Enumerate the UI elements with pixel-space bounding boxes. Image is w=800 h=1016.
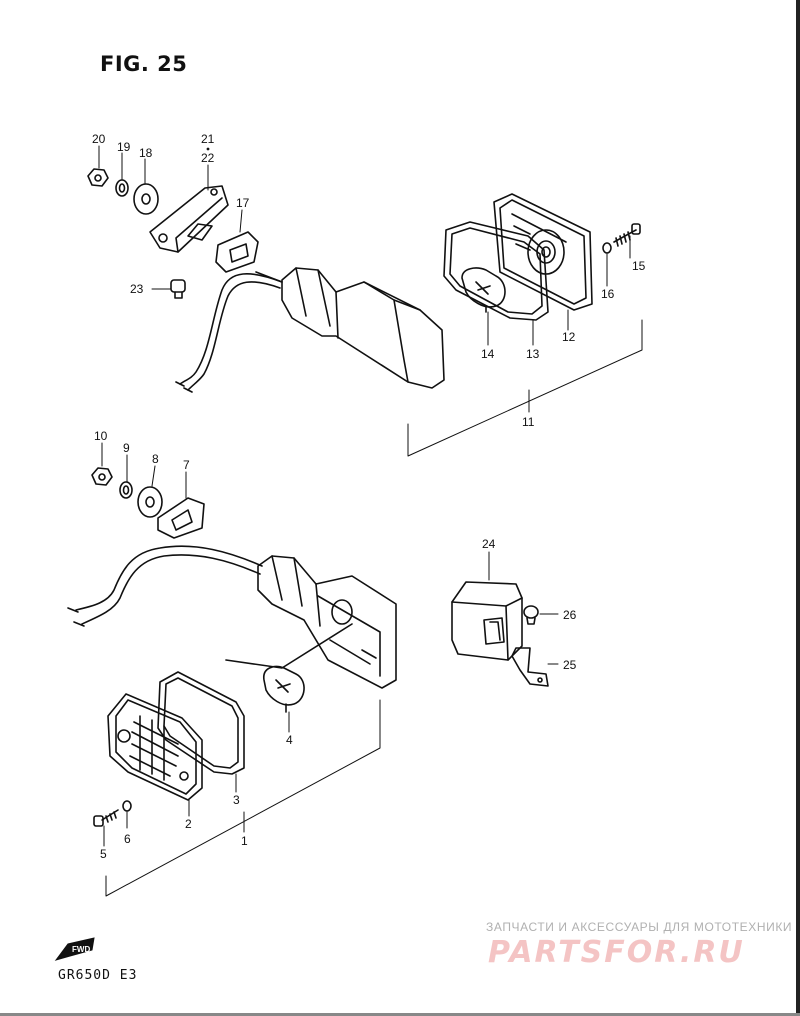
part-number-5: 5: [100, 847, 107, 861]
relay-24-part: [451, 581, 523, 661]
part-number-7: 7: [183, 458, 190, 472]
screw-23-part: [170, 279, 186, 299]
bulb-4-part: [225, 623, 353, 713]
screw-15-part: [613, 223, 641, 247]
nut-10-part: [91, 467, 113, 486]
part-number-2: 2: [185, 817, 192, 831]
wiring-harness-lower: [67, 545, 263, 627]
part-number-20: 20: [92, 132, 106, 146]
part-number-17: 17: [236, 196, 250, 210]
part-number-6: 6: [124, 832, 131, 846]
screw-26-part: [523, 605, 539, 625]
part-number-22: 22: [201, 151, 215, 165]
part-number-15: 15: [632, 259, 646, 273]
part-number-labels: 20 19 18 21 22 17 23 14 13 12 16 15 11 1…: [92, 132, 646, 861]
part-number-12: 12: [562, 330, 576, 344]
part-number-21: 21: [201, 132, 215, 146]
part-number-14: 14: [481, 347, 495, 361]
leader-lines-upper: [98, 145, 643, 457]
scan-edge-right: [796, 0, 800, 1016]
lens-12-part: [493, 193, 593, 311]
part-number-25: 25: [563, 658, 577, 672]
turn-signal-housing-lower: [257, 555, 397, 689]
watermark-brand: PARTSFOR.RU: [488, 935, 745, 970]
washer-6-part: [122, 800, 132, 812]
washer-16-part: [602, 242, 612, 254]
part-number-9: 9: [123, 441, 130, 455]
part-number-23: 23: [130, 282, 144, 296]
washer-8-part: [137, 486, 163, 518]
lock-washer-9-part: [119, 481, 133, 499]
part-number-3: 3: [233, 793, 240, 807]
gasket-3-part: [157, 671, 245, 775]
part-number-1: 1: [241, 834, 248, 848]
model-code: GR650D E3: [58, 968, 138, 983]
fwd-arrow-icon: FWD: [54, 937, 95, 961]
figure-title: FIG. 25: [100, 52, 188, 76]
part-number-10: 10: [94, 429, 108, 443]
part-number-separator-dot: [206, 147, 210, 151]
leader-lines-lower: [101, 442, 559, 897]
grommet-17-part: [215, 231, 259, 273]
part-number-8: 8: [152, 452, 159, 466]
turn-signal-housing-upper: [281, 267, 445, 389]
part-number-18: 18: [139, 146, 153, 160]
bracket-25-part: [511, 647, 549, 687]
part-number-24: 24: [482, 537, 496, 551]
scan-edge-bottom: [0, 1013, 800, 1016]
bracket-21-22-part: [149, 185, 229, 253]
watermark-tagline: ЗАПЧАСТИ И АКСЕССУАРЫ ДЛЯ МОТОТЕХНИКИ: [486, 920, 793, 934]
part-number-16: 16: [601, 287, 615, 301]
part-number-4: 4: [286, 733, 293, 747]
nut-20-part: [87, 168, 109, 187]
screw-5-part: [93, 809, 119, 827]
lock-washer-19-part: [115, 179, 129, 197]
fwd-label: FWD: [72, 945, 90, 954]
bulb-14-part: [461, 267, 506, 313]
washer-18-part: [133, 183, 159, 215]
lens-2-part: [107, 693, 203, 801]
wiring-harness-upper: [175, 271, 283, 393]
part-number-11: 11: [522, 415, 535, 429]
part-number-19: 19: [117, 140, 131, 154]
part-number-26: 26: [563, 608, 577, 622]
part-number-13: 13: [526, 347, 540, 361]
grommet-7-part: [157, 497, 205, 539]
